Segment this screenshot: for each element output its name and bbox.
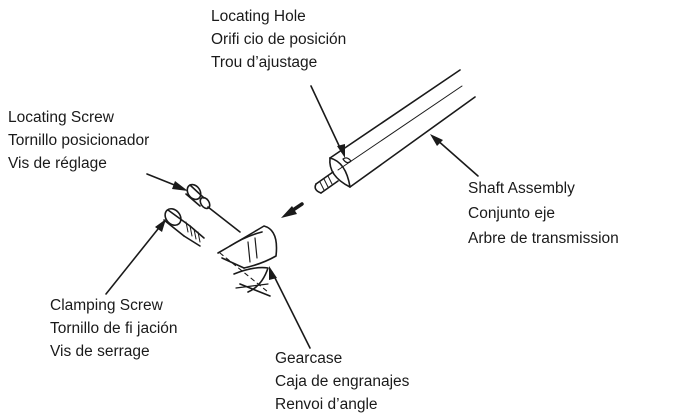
label-gearcase: Gearcase Caja de engranajes Renvoi d’ang… [275,347,409,416]
clamping-screw-es: Tornillo de fi jación [50,320,178,337]
insertion-arrow [281,202,304,218]
label-locating-hole: Locating Hole Orifi cio de posición Trou… [211,5,346,74]
gearcase-en: Gearcase [275,350,343,367]
locating-hole-es: Orifi cio de posición [211,31,347,48]
locating-hole-fr: Trou d’ajustage [211,54,318,71]
shaft-assembly-es: Conjunto eje [468,205,556,222]
leader-locating-hole [310,85,345,158]
locating-screw-part [185,183,241,233]
locating-hole-en: Locating Hole [211,8,306,25]
leader-shaft-assembly [430,134,479,177]
clamping-screw-part [163,207,205,247]
locating-screw-en: Locating Screw [8,109,114,126]
gearcase-part [217,225,278,297]
locating-screw-fr: Vis de réglage [8,155,107,172]
label-locating-screw: Locating Screw Tornillo posicionador Vis… [8,106,149,175]
clamping-screw-en: Clamping Screw [50,297,163,314]
gearcase-fr: Renvoi d’angle [275,396,378,413]
clamping-screw-fr: Vis de serrage [50,343,150,360]
shaft-assembly-en: Shaft Assembly [468,180,575,197]
locating-screw-es: Tornillo posicionador [8,132,150,149]
leader-clamping-screw [105,219,166,295]
shaft-assembly-part [314,69,476,194]
label-shaft-assembly: Shaft Assembly Conjunto eje Arbre de tra… [468,176,619,251]
shaft-assembly-fr: Arbre de transmission [468,230,619,247]
leader-gearcase [269,266,311,349]
gearcase-es: Caja de engranajes [275,373,410,390]
label-clamping-screw: Clamping Screw Tornillo de fi jación Vis… [50,294,178,363]
leader-locating-screw [146,173,188,191]
